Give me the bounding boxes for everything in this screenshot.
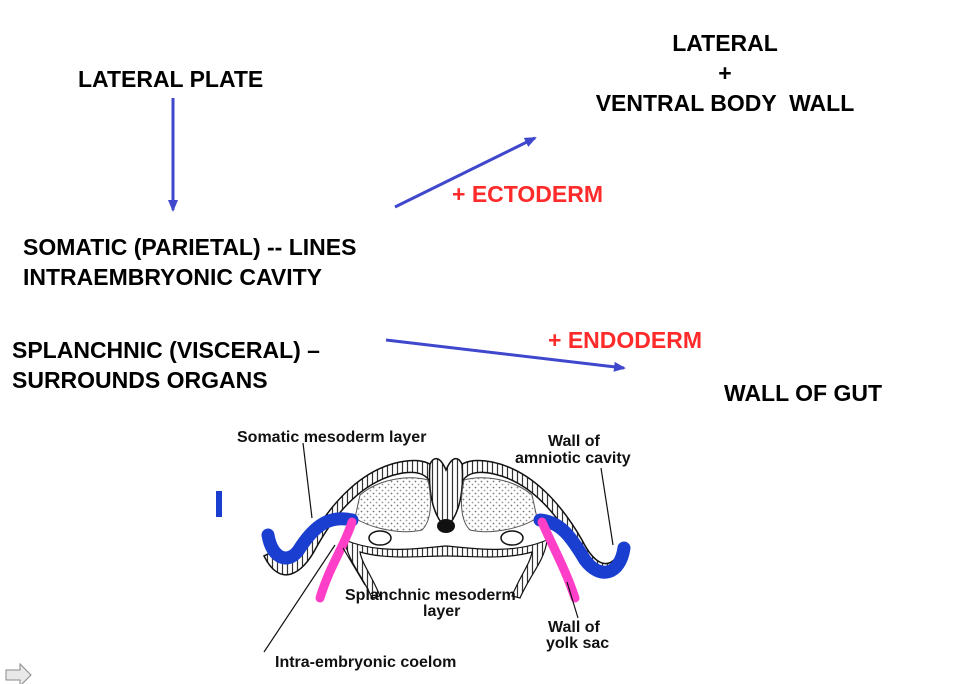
leader-splanchnic: [342, 547, 366, 586]
gut-wall-label: WALL OF GUT: [724, 380, 883, 406]
body-wall-line-3: VENTRAL BODY WALL: [595, 90, 855, 116]
splanchnic-band-left: [315, 517, 357, 603]
arrow-somatic-to-body-wall: [394, 136, 537, 209]
splanchnic-line-2: SURROUNDS ORGANS: [12, 367, 268, 393]
splanchnic-mesoderm-line-2: layer: [423, 603, 460, 620]
leader-yolk: [566, 581, 579, 619]
endoderm-label: + ENDODERM: [548, 327, 702, 353]
paraxial-mesoderm-left: [354, 477, 431, 533]
ectoderm-label: + ECTODERM: [452, 181, 604, 207]
body-wall-line-1: LATERAL: [672, 30, 778, 56]
notochord: [437, 519, 455, 533]
leader-amniotic: [600, 467, 614, 546]
next-slide-arrow-icon[interactable]: [5, 662, 32, 684]
endoderm-layer: [344, 539, 548, 599]
body-wall-line-2: +: [718, 60, 732, 86]
somatic-mesoderm-layer-text: Somatic mesoderm layer: [237, 429, 426, 446]
splanchnic-label: SPLANCHNIC (VISCERAL) – SURROUNDS ORGANS: [12, 335, 320, 395]
splanchnic-line-1: SPLANCHNIC (VISCERAL) –: [12, 337, 320, 363]
leader-somatic: [302, 442, 313, 519]
paraxial-mesoderm-right: [461, 477, 538, 533]
somatic-line-2: INTRAEMBRYONIC CAVITY: [23, 264, 322, 290]
somatic-label: SOMATIC (PARIETAL) -- LINES INTRAEMBRYON…: [23, 232, 356, 292]
dorsal-aorta-left: [368, 530, 392, 546]
wall-yolk-line-1: Wall of: [548, 619, 601, 636]
wall-yolk-line-2: yolk sac: [546, 635, 609, 652]
stray-blue-mark: [216, 491, 222, 517]
somatic-band-right: [533, 513, 631, 579]
leader-coelom: [263, 544, 336, 653]
lateral-plate-label: LATERAL PLATE: [78, 66, 264, 92]
wall-amniotic-line-1: Wall of: [548, 433, 601, 450]
neural-tube: [428, 457, 464, 530]
somatic-line-1: SOMATIC (PARIETAL) -- LINES: [23, 234, 357, 260]
body-wall-label: LATERAL + VENTRAL BODY WALL: [560, 28, 890, 118]
dorsal-aorta-right: [500, 530, 524, 546]
coelom-text: Intra-embryonic coelom: [275, 654, 456, 671]
wall-amniotic-line-2: amniotic cavity: [515, 450, 631, 467]
arrow-splanchnic-to-gut: [385, 338, 626, 372]
somatic-band-left: [261, 512, 359, 565]
splanchnic-band-right: [537, 517, 580, 603]
splanchnic-mesoderm-line-1: Splanchnic mesoderm: [345, 587, 516, 604]
embryo-cross-section: Somatic mesoderm layer Wall of amniotic …: [237, 429, 631, 671]
